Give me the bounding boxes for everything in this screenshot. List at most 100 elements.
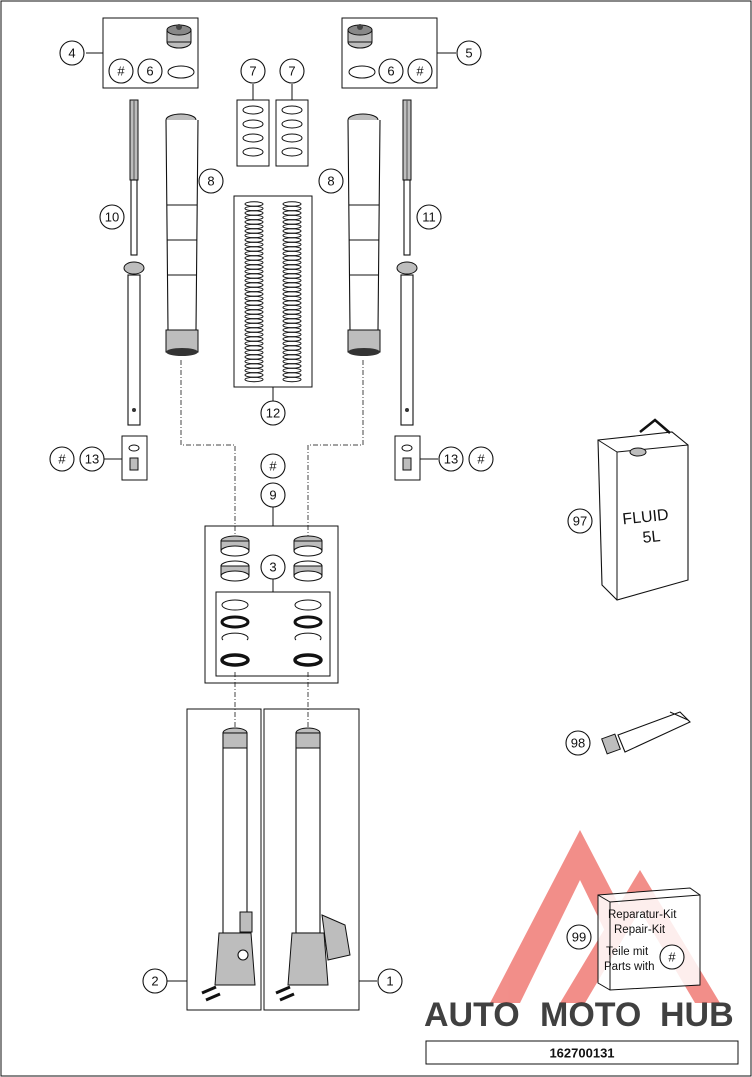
spring-coil — [244, 268, 264, 275]
callout-7-label: 7 — [288, 64, 295, 79]
spring-coil — [282, 232, 302, 239]
callout-2: 2 — [142, 968, 168, 994]
callout-8-left: 8 — [198, 168, 224, 194]
callout-6-right: 6 — [378, 58, 404, 84]
spring-coil — [282, 291, 302, 297]
callout-5-label: 5 — [465, 46, 472, 61]
callout-8-right: 8 — [318, 168, 344, 194]
callout-hash-13-right: # — [468, 446, 494, 472]
spring-coil — [244, 214, 264, 221]
fork-leg-left — [186, 708, 262, 1011]
hash-label: # — [269, 459, 277, 474]
callout-10-label: 10 — [105, 210, 119, 225]
callout-10: 10 — [99, 204, 125, 230]
watermark-text: AUTO MOTO HUB — [424, 996, 734, 1034]
assembly-guide-lines — [180, 360, 364, 733]
spring-coil — [282, 210, 302, 216]
spring-coil — [244, 372, 264, 378]
callout-11: 11 — [416, 204, 442, 230]
spring-coil — [244, 282, 264, 288]
spring-coil — [244, 205, 264, 212]
callout-12: 12 — [260, 400, 286, 426]
callout-3: 3 — [260, 554, 286, 580]
spring-coil — [244, 223, 264, 230]
callout-13-label: 13 — [85, 452, 99, 467]
watermark-hub: HUB — [660, 996, 734, 1034]
spring-coil — [282, 201, 302, 207]
spring-coil — [244, 331, 264, 338]
watermark-moto: MOTO — [540, 996, 641, 1034]
callout-97-label: 97 — [573, 514, 587, 529]
callout-5: 5 — [456, 40, 482, 66]
spring-coil — [282, 322, 302, 329]
spring-coil — [282, 255, 302, 261]
spring-coil — [244, 336, 264, 342]
spring-coil — [244, 232, 264, 239]
spring-coil — [244, 340, 264, 347]
fluid-can-volume: 5L — [642, 528, 662, 547]
spring-coil — [244, 264, 264, 270]
callout-6-label: 6 — [387, 64, 394, 79]
callout-99: 99 — [566, 924, 592, 950]
spring-coil — [282, 223, 302, 230]
callout-hash-right-kit: # — [407, 58, 433, 84]
callout-13-label: 13 — [444, 452, 458, 467]
callout-hash-left-kit: # — [108, 58, 134, 84]
spring-coil — [244, 237, 264, 243]
spring-coil — [282, 367, 302, 374]
spring-coil — [244, 345, 264, 351]
spring-coil — [244, 241, 264, 248]
spring-coil — [282, 372, 302, 378]
spring-coil — [282, 282, 302, 288]
spring-coil — [282, 250, 302, 257]
spring-coil — [282, 349, 302, 356]
callout-hash-13-left: # — [49, 446, 75, 472]
spring-coil — [282, 246, 302, 252]
callout-2-label: 2 — [151, 974, 158, 989]
spring-coil — [282, 273, 302, 279]
spring-coil — [244, 273, 264, 279]
fork-springs — [233, 195, 313, 401]
callout-4: 4 — [59, 40, 85, 66]
callout-99-label: 99 — [572, 930, 586, 945]
callout-9-label: 9 — [269, 488, 276, 503]
callout-98-label: 98 — [571, 736, 585, 751]
spring-coil — [244, 219, 264, 225]
damper-cartridge-right — [396, 99, 418, 426]
repair-kit-parts-de: Teile mit — [606, 946, 649, 958]
spring-coil — [282, 340, 302, 347]
spring-coil — [282, 354, 302, 360]
spring-coil — [244, 358, 264, 365]
spring-coil — [244, 300, 264, 306]
spring-coil — [244, 201, 264, 207]
spring-coil — [244, 277, 264, 284]
shim-stack-right — [275, 84, 309, 167]
callout-hash-99: # — [659, 944, 685, 970]
spring-coil — [282, 259, 302, 266]
repair-kit-parts-en: Parts with — [604, 961, 655, 973]
hash-label: # — [477, 452, 485, 467]
spring-coil — [244, 322, 264, 329]
callout-6-label: 6 — [146, 64, 153, 79]
spring-coil — [244, 286, 264, 293]
callout-3-label: 3 — [269, 560, 276, 575]
hash-label: # — [58, 452, 66, 467]
spring-coil — [244, 349, 264, 356]
spring-coil — [282, 313, 302, 320]
diagram-number-box: 162700131 — [425, 1040, 739, 1065]
callout-7-right: 7 — [279, 58, 305, 84]
spring-coil — [282, 331, 302, 338]
spring-coil — [282, 264, 302, 270]
spring-coil — [282, 363, 302, 369]
spring-coil — [282, 277, 302, 284]
spring-coil — [282, 228, 302, 234]
spring-coil — [282, 304, 302, 311]
hash-label: # — [117, 64, 125, 79]
repair-kit-text-en: Repair-Kit — [614, 924, 666, 936]
fluid-can-label: FLUID — [622, 507, 670, 529]
spring-coil — [244, 363, 264, 369]
spring-coil — [244, 313, 264, 320]
spring-coil — [244, 291, 264, 297]
